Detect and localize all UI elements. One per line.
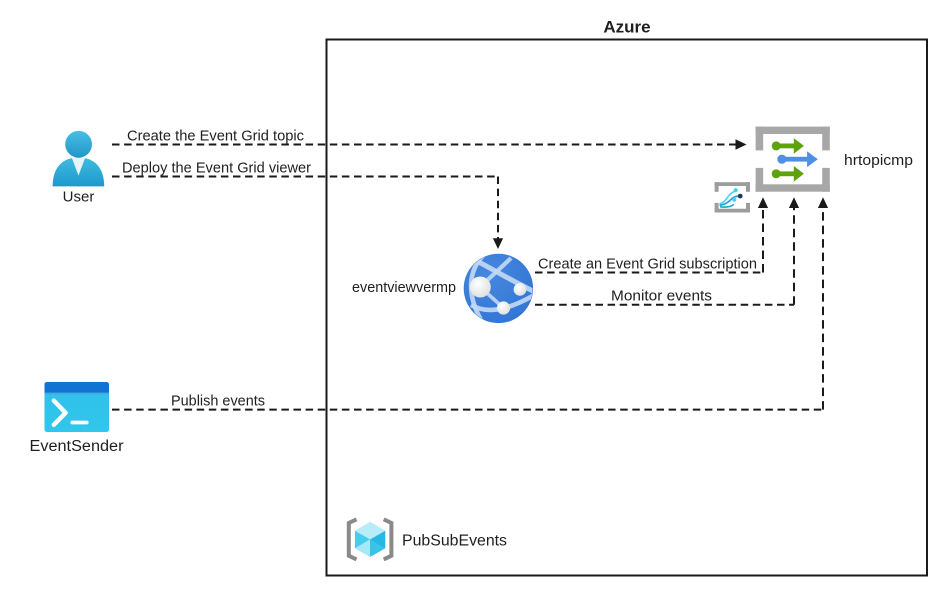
svg-text:Azure: Azure xyxy=(603,18,650,37)
svg-text:PubSubEvents: PubSubEvents xyxy=(402,533,507,550)
svg-text:Create the Event Grid topic: Create the Event Grid topic xyxy=(127,128,304,145)
svg-text:EventSender: EventSender xyxy=(30,438,124,455)
svg-text:Monitor events: Monitor events xyxy=(611,288,712,305)
svg-text:User: User xyxy=(63,189,95,206)
svg-text:Publish events: Publish events xyxy=(171,393,265,410)
svg-text:Create an Event Grid subscript: Create an Event Grid subscription xyxy=(538,256,757,273)
svg-text:hrtopicmp: hrtopicmp xyxy=(844,152,913,169)
svg-text:eventviewvermp: eventviewvermp xyxy=(352,279,456,296)
svg-text:Deploy the Event Grid viewer: Deploy the Event Grid viewer xyxy=(122,160,311,177)
